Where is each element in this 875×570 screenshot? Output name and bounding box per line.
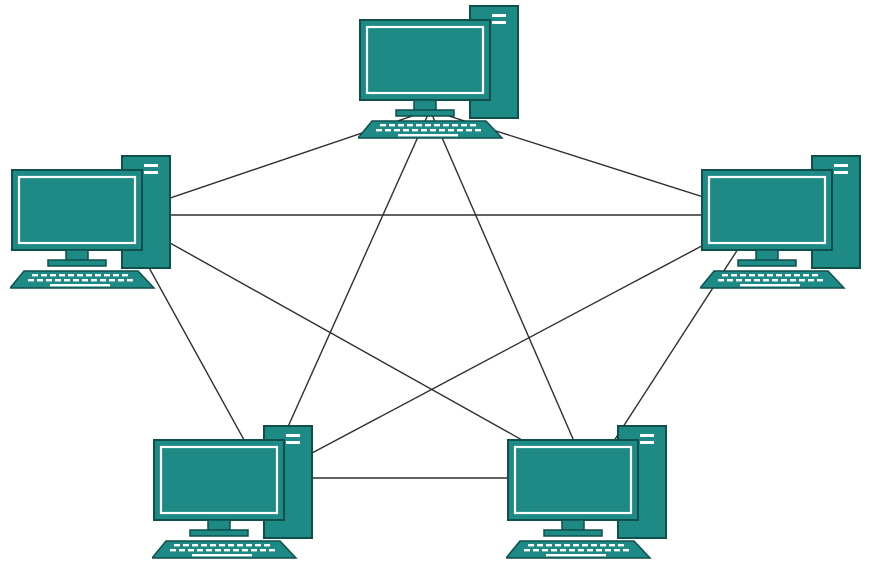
link-top-to-bottom-right xyxy=(429,109,591,479)
computer-left-icon xyxy=(10,154,172,290)
computer-top-icon xyxy=(358,4,520,140)
link-right-to-bottom-left xyxy=(264,214,761,479)
network-links xyxy=(119,109,761,479)
network-nodes xyxy=(10,4,862,560)
link-top-to-bottom-left xyxy=(264,109,431,479)
computer-bottom-left-icon xyxy=(152,424,314,560)
computer-bottom-right-icon xyxy=(506,424,668,560)
link-left-to-bottom-right xyxy=(119,214,591,479)
link-right-to-bottom-right xyxy=(589,214,761,479)
computer-right-icon xyxy=(700,154,862,290)
